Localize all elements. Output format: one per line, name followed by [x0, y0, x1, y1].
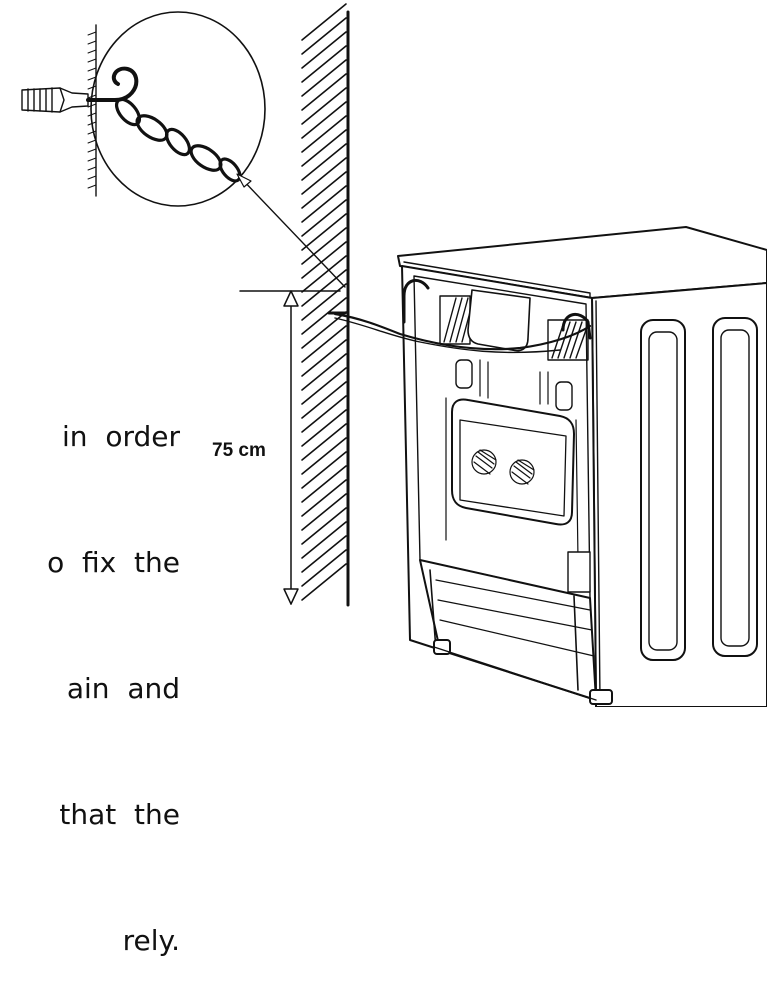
detail-wall-tick — [87, 49, 97, 54]
mains-cable — [333, 312, 592, 351]
wall-hatch-line — [301, 381, 347, 419]
wall-hatch-line — [301, 339, 347, 377]
back-handle-left — [402, 279, 430, 324]
instruction-line-5: rely. — [122, 924, 180, 957]
detail-wall-tick — [87, 121, 97, 126]
detail-wall-tick — [87, 67, 97, 72]
detail-wall-tick — [87, 139, 97, 144]
wall-hatch-line — [301, 269, 347, 307]
wall-hatch-line — [301, 255, 347, 293]
wall-hatch-line — [301, 157, 347, 195]
hook-icon — [86, 66, 139, 102]
detail-pointer-line — [238, 175, 346, 288]
wall-hatch-line — [301, 283, 347, 321]
instruction-line-4: that the — [59, 798, 180, 831]
wall-hatch-line — [301, 493, 347, 531]
detail-wall-tick — [87, 85, 97, 90]
wall-hatch-line — [301, 563, 347, 601]
wall-hatch-line — [301, 31, 347, 69]
wall-hatch-line — [301, 479, 347, 517]
instruction-line-3: ain and — [66, 672, 180, 705]
wall-hatch-line — [301, 367, 347, 405]
detail-circle — [90, 11, 266, 207]
round-vent-right — [509, 459, 535, 485]
wall-hatch-line — [301, 101, 347, 139]
detail-wall-tick — [87, 112, 97, 117]
wall-hatch-line — [301, 241, 347, 279]
washing-machine — [327, 226, 767, 707]
wall-hatch-line — [301, 353, 347, 391]
detail-wall-tick — [87, 166, 97, 171]
wall-plug-icon — [21, 87, 89, 113]
installation-diagram: 75 cm — [21, 3, 767, 707]
wall-hatch-line — [301, 171, 347, 209]
wall-hatch-line — [301, 437, 347, 475]
wall-hatch-line — [301, 297, 347, 335]
wall-hatch-line — [301, 73, 347, 111]
wall-hatch-line — [301, 129, 347, 167]
wall-hatch-line — [301, 535, 347, 573]
height-dimension: 75 cm — [212, 290, 341, 605]
detail-wall-tick — [87, 175, 97, 180]
wall-hatch-line — [301, 395, 347, 433]
wall-hatch-line — [301, 59, 347, 97]
detail-wall-tick — [87, 94, 97, 99]
wall-hatch-line — [301, 507, 347, 545]
wall-hatch-line — [301, 143, 347, 181]
dimension-arrow-bottom — [283, 588, 299, 605]
wall-hatch-line — [301, 521, 347, 559]
machine-foot-right — [589, 689, 613, 705]
wall — [301, 3, 350, 607]
detail-wall-ticks — [87, 31, 97, 189]
detail-wall-tick — [87, 76, 97, 81]
wall-hatch-line — [301, 465, 347, 503]
chain-icon — [114, 97, 242, 183]
wall-hatch-line — [301, 227, 347, 265]
wall-hatch-line — [301, 451, 347, 489]
detail-pointer-arrowhead — [236, 173, 252, 188]
wall-hatch-line — [301, 549, 347, 587]
dimension-label: 75 cm — [212, 440, 266, 461]
wall-hatch-line — [301, 213, 347, 251]
detail-wall-tick — [87, 148, 97, 153]
rear-cover-panel — [451, 398, 575, 526]
wall-hatch-line — [301, 325, 347, 363]
wall-hatch-line — [301, 115, 347, 153]
wall-hatch-line — [301, 17, 347, 55]
wall-hatch-line — [301, 409, 347, 447]
wall-hatch-line — [301, 423, 347, 461]
detail-callout — [21, 11, 346, 288]
detail-wall-tick — [87, 40, 97, 45]
instruction-line-2: o fix the — [47, 546, 180, 579]
side-slot-right — [712, 317, 758, 657]
side-slot-left — [640, 319, 686, 661]
detail-wall-tick — [87, 58, 97, 63]
detail-wall-tick — [87, 184, 97, 189]
wall-hatching — [301, 3, 347, 601]
round-vent-left — [471, 449, 497, 475]
wall-hatch-line — [301, 45, 347, 83]
wall-hatch-line — [301, 199, 347, 237]
detail-wall-tick — [87, 157, 97, 162]
wall-hatch-line — [301, 87, 347, 125]
machine-side-panel — [591, 282, 767, 707]
instruction-line-1: in order — [62, 420, 180, 453]
wall-hatch-line — [301, 3, 347, 41]
detail-wall-tick — [87, 31, 97, 36]
dimension-arrow-top — [283, 290, 299, 307]
detail-wall-tick — [87, 130, 97, 135]
wall-hatch-line — [301, 311, 347, 349]
detail-wall-tick — [87, 103, 97, 108]
wall-hatch-line — [301, 185, 347, 223]
